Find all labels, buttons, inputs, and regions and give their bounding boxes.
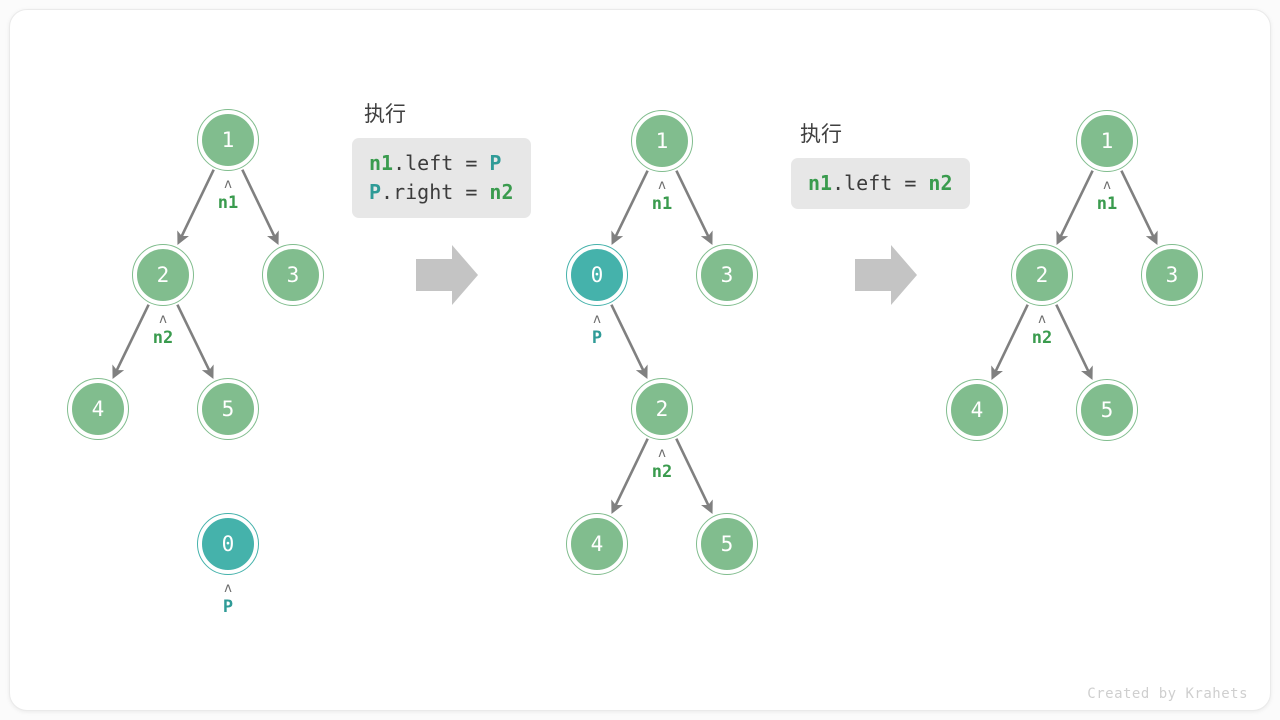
- transition-arrow: [416, 245, 478, 305]
- tree-node-value: 5: [221, 396, 235, 421]
- tree-edge: [991, 304, 1029, 380]
- tree-node-value: 5: [1100, 397, 1114, 422]
- tree-node-value: 2: [156, 262, 170, 287]
- tree-edge: [675, 438, 713, 514]
- tree-edge: [177, 169, 215, 245]
- tree-node[interactable]: 4: [566, 513, 628, 575]
- code-token: n2: [928, 171, 953, 195]
- tree-edge: [610, 304, 648, 379]
- tree-node[interactable]: 1: [1076, 110, 1138, 172]
- tree-node[interactable]: 0: [197, 513, 259, 575]
- tree-node-value: 4: [970, 397, 984, 422]
- code-token: P: [489, 151, 502, 175]
- code-token: P: [369, 180, 382, 204]
- tree-node-value: 3: [1165, 262, 1179, 287]
- pointer-name: n2: [1031, 328, 1053, 348]
- tree-node[interactable]: 2: [1011, 244, 1073, 306]
- caret-icon: ʌ: [159, 312, 167, 327]
- tree-node[interactable]: 5: [1076, 379, 1138, 441]
- pointer-name: n2: [651, 462, 673, 482]
- caret-icon: ʌ: [593, 312, 601, 327]
- tree-edge: [241, 169, 279, 245]
- code-token: n1: [369, 151, 394, 175]
- tree-node[interactable]: 3: [696, 244, 758, 306]
- pointer-name: n1: [1096, 194, 1118, 214]
- code-token: .right =: [381, 180, 490, 204]
- tree-node[interactable]: 0: [566, 244, 628, 306]
- tree-edge: [675, 170, 713, 245]
- tree-edge: [1120, 170, 1158, 245]
- tree-node-value: 1: [1100, 128, 1114, 153]
- step-caption: 执行: [364, 103, 406, 126]
- tree-node-value: 0: [590, 262, 604, 287]
- tree-node[interactable]: 4: [67, 378, 129, 440]
- tree-node[interactable]: 2: [631, 378, 693, 440]
- caret-icon: ʌ: [658, 446, 666, 461]
- caret-icon: ʌ: [658, 178, 666, 193]
- pointer-name: n2: [152, 328, 174, 348]
- caret-icon: ʌ: [1038, 312, 1046, 327]
- pointer-name: n1: [651, 194, 673, 214]
- tree-node[interactable]: 3: [262, 244, 324, 306]
- tree-edge: [176, 304, 214, 379]
- tree-node-value: 3: [286, 262, 300, 287]
- caret-icon: ʌ: [224, 177, 232, 192]
- tree-node[interactable]: 4: [946, 379, 1008, 441]
- tree-node[interactable]: 1: [197, 109, 259, 171]
- tree-node[interactable]: 1: [631, 110, 693, 172]
- code-token: n1: [808, 171, 833, 195]
- tree-node-value: 1: [221, 127, 235, 152]
- code-block: n1.left = n2: [791, 158, 970, 209]
- tree-edge: [112, 304, 150, 379]
- pointer-name: P: [222, 597, 234, 617]
- tree-node-value: 0: [221, 531, 235, 556]
- tree-node-value: 1: [655, 128, 669, 153]
- pointer-name: P: [591, 328, 603, 348]
- tree-node[interactable]: 3: [1141, 244, 1203, 306]
- code-line: n1.left = n2: [808, 169, 953, 198]
- tree-node-value: 3: [720, 262, 734, 287]
- tree-node[interactable]: 5: [197, 378, 259, 440]
- code-token: n2: [489, 180, 514, 204]
- tree-edge: [1056, 170, 1094, 245]
- tree-edge: [611, 438, 649, 514]
- tree-node-value: 4: [91, 396, 105, 421]
- credit-footer: Created by Krahets: [1087, 686, 1248, 702]
- tree-node-value: 4: [590, 531, 604, 556]
- tree-edge: [1055, 304, 1093, 380]
- code-line: P.right = n2: [369, 178, 514, 207]
- transition-arrow: [855, 245, 917, 305]
- tree-node-value: 2: [1035, 262, 1049, 287]
- code-token: .left =: [832, 171, 929, 195]
- tree-edge: [611, 170, 649, 245]
- code-token: .left =: [393, 151, 490, 175]
- tree-node[interactable]: 5: [696, 513, 758, 575]
- code-line: n1.left = P: [369, 149, 514, 178]
- tree-node-value: 2: [655, 396, 669, 421]
- caret-icon: ʌ: [1103, 178, 1111, 193]
- pointer-name: n1: [217, 193, 239, 213]
- tree-node-value: 5: [720, 531, 734, 556]
- tree-node[interactable]: 2: [132, 244, 194, 306]
- caret-icon: ʌ: [224, 581, 232, 596]
- step-caption: 执行: [800, 123, 842, 146]
